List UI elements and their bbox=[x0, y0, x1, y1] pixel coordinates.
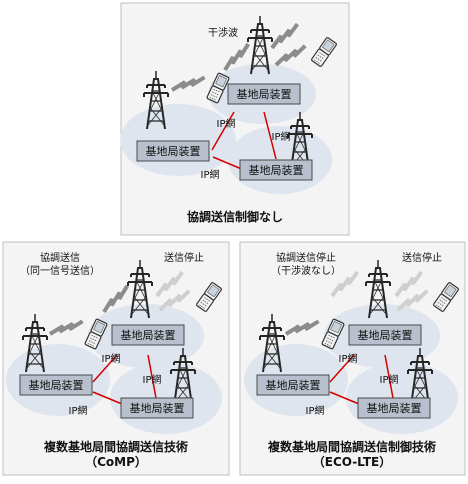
ip-network-label: IP網 bbox=[272, 130, 291, 143]
base-station-label: 基地局装置 bbox=[266, 379, 321, 392]
base-station-box bbox=[239, 159, 313, 181]
base-station-box bbox=[256, 374, 330, 396]
ip-link bbox=[92, 354, 118, 383]
ip-link bbox=[211, 111, 235, 151]
base-station-label: 基地局装置 bbox=[121, 329, 176, 342]
ip-network-label: IP網 bbox=[217, 117, 236, 130]
ip-network-label: IP網 bbox=[69, 404, 88, 417]
transmission-stop-label: 送信停止 bbox=[164, 251, 204, 264]
interference-label: 干渉波 bbox=[208, 26, 238, 39]
base-station-label: 基地局装置 bbox=[146, 145, 201, 158]
base-station-box bbox=[120, 397, 194, 419]
base-station-box bbox=[111, 324, 185, 346]
transmission-stop-label: 送信停止 bbox=[402, 251, 442, 264]
panel-caption: 協調送信制御なし bbox=[187, 209, 283, 224]
base-station-box bbox=[19, 374, 93, 396]
panel-caption: 複数基地局間協調送信制御技術 bbox=[267, 439, 436, 454]
ip-link bbox=[329, 354, 355, 383]
panel-no-coordination: 基地局装置 基地局装置 基地局装置 IP網 IP網 IP網 干渉波 協調送信制御… bbox=[120, 2, 350, 236]
base-station-label: 基地局装置 bbox=[237, 88, 292, 101]
base-station-box bbox=[357, 397, 431, 419]
panel-eco-lte: 基地局装置 基地局装置 基地局装置 IP網 IP網 IP網 協調送信停止 （干渉… bbox=[239, 241, 466, 476]
base-station-label: 基地局装置 bbox=[130, 402, 185, 415]
ip-network-label: IP網 bbox=[339, 352, 358, 365]
ip-link bbox=[147, 354, 157, 399]
panel-comp: 基地局装置 基地局装置 基地局装置 IP網 IP網 IP網 協調送信 （同一信号… bbox=[2, 241, 230, 476]
ip-network-label: IP網 bbox=[306, 404, 325, 417]
ip-link bbox=[92, 391, 123, 405]
ip-network-label: IP網 bbox=[102, 352, 121, 365]
ip-network-label: IP網 bbox=[201, 168, 220, 181]
ip-link bbox=[263, 111, 277, 160]
base-station-box bbox=[136, 140, 210, 162]
coordinated-transmission-sublabel: （同一信号送信） bbox=[20, 264, 100, 277]
coordinated-stop-sublabel: （干渉波なし） bbox=[271, 264, 341, 277]
coordinated-transmission-label: 協調送信 bbox=[40, 251, 80, 264]
panel-caption: 複数基地局間協調送信技術 bbox=[43, 439, 188, 454]
ip-network-label: IP網 bbox=[380, 373, 399, 386]
base-station-label: 基地局装置 bbox=[29, 379, 84, 392]
panel-caption-sub: （CoMP） bbox=[85, 454, 147, 469]
base-station-label: 基地局装置 bbox=[367, 402, 422, 415]
base-station-box bbox=[348, 324, 422, 346]
ip-network-label: IP網 bbox=[143, 373, 162, 386]
ip-link bbox=[384, 354, 394, 399]
base-station-label: 基地局装置 bbox=[249, 164, 304, 177]
base-station-box bbox=[227, 83, 301, 105]
ip-link bbox=[212, 156, 245, 171]
base-station-label: 基地局装置 bbox=[358, 329, 413, 342]
panel-caption-sub: （ECO-LTE） bbox=[313, 454, 391, 469]
coordinated-stop-label: 協調送信停止 bbox=[276, 251, 336, 264]
ip-link bbox=[329, 391, 360, 405]
